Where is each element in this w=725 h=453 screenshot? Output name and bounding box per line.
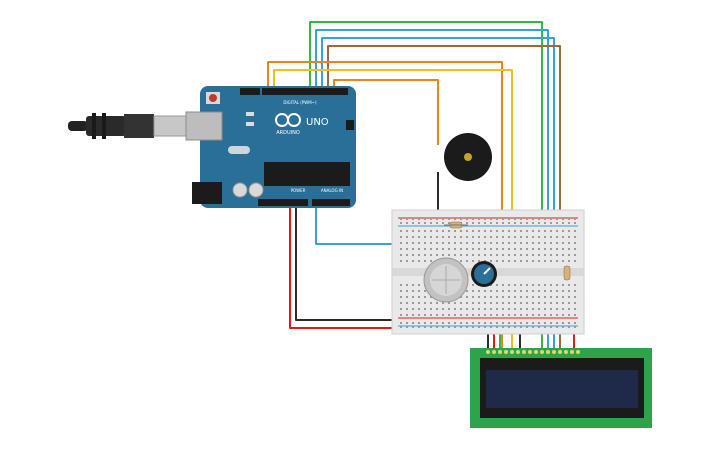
resistor-icon[interactable] [444, 221, 468, 229]
wire-red-power[interactable] [289, 203, 400, 329]
arduino-logo-icon [275, 113, 301, 127]
buzzer-icon[interactable] [444, 133, 492, 181]
analog-header[interactable] [312, 199, 350, 206]
usb-port [185, 111, 223, 141]
wire-black-gnd[interactable] [295, 203, 400, 321]
wire-green-1[interactable] [309, 21, 543, 352]
wire-orange-1[interactable] [267, 61, 503, 352]
power-jack [192, 182, 222, 204]
atmega-chip [264, 162, 350, 186]
power-header[interactable] [258, 199, 308, 206]
resistor-icon[interactable] [563, 265, 571, 281]
lcd-display[interactable] [470, 348, 652, 428]
uno-label: UNO [306, 117, 329, 128]
lcd-screen [486, 370, 638, 408]
digital-header-left[interactable] [240, 88, 260, 95]
breadboard[interactable] [391, 209, 585, 335]
digital-header[interactable] [262, 88, 348, 95]
arduino-uno-board[interactable]: ARDUINO UNO DIGITAL (PWM~) POWER ANALOG … [185, 86, 356, 208]
gas-sensor-icon[interactable] [423, 257, 469, 303]
digital-header-label: DIGITAL (PWM~) [283, 100, 317, 105]
usb-cable-icon [68, 113, 187, 139]
lcd-pins [486, 350, 580, 354]
wire-blue-2[interactable] [321, 37, 555, 352]
power-header-label: POWER [291, 188, 306, 193]
brand-label: ARDUINO [276, 130, 300, 136]
analog-header-label: ANALOG IN [321, 188, 343, 193]
potentiometer-icon[interactable] [471, 261, 497, 287]
